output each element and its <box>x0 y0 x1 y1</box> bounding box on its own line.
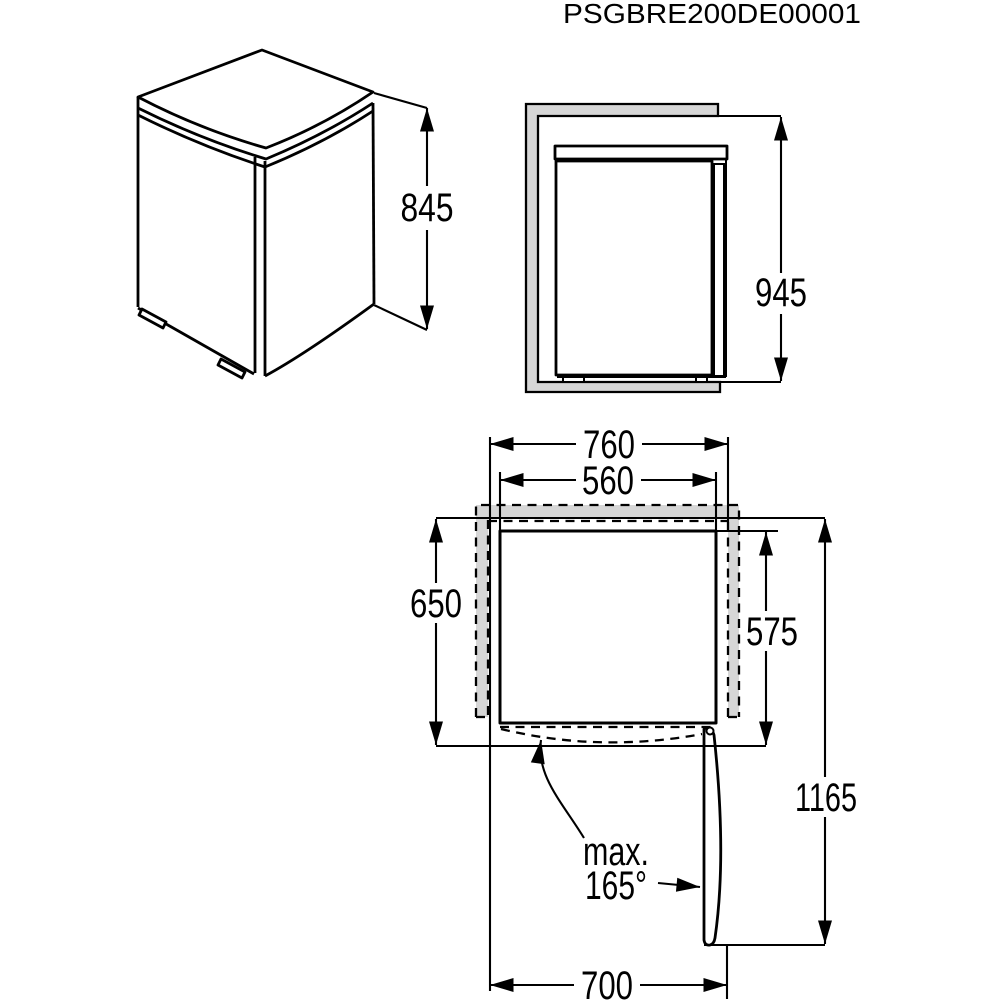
dim-760-label: 760 <box>583 423 635 467</box>
niche-wall-top <box>476 505 739 518</box>
dim-575-label: 575 <box>746 610 798 654</box>
iso-right-edge <box>371 102 376 305</box>
dim-text-gap <box>753 273 809 314</box>
front-hinge-strip <box>713 163 725 377</box>
front-foot-right <box>695 376 708 383</box>
niche-wall-right <box>728 505 739 717</box>
dim-text-gap <box>576 464 641 498</box>
dim-text-gap <box>576 428 642 462</box>
dim-945-label: 945 <box>755 271 807 315</box>
iso-foot-left <box>137 307 168 330</box>
drawing-title: PSGBRE200DE00001 <box>563 0 861 29</box>
front-niche-view: 945 <box>524 102 809 394</box>
dim-560-label: 560 <box>582 459 634 503</box>
plan-appliance-body <box>498 529 718 725</box>
plan-door-swing-arc <box>500 727 703 744</box>
iso-worktop-bottom-edge <box>137 101 374 161</box>
iso-door-bottom-edge <box>264 302 375 378</box>
dim-text-gap <box>400 186 454 230</box>
dim-text-gap <box>574 968 640 1000</box>
dim-text-gap <box>793 777 858 817</box>
door-angle-pointer-arrow <box>657 877 701 892</box>
front-foot-left <box>562 376 585 383</box>
front-door-panel <box>554 159 714 377</box>
dim-1165-label: 1165 <box>795 776 857 820</box>
plan-door-open <box>702 726 723 947</box>
dim-text-gap <box>409 583 463 623</box>
door-hinge-pivot <box>705 726 715 736</box>
dim-845-extension-bottom <box>373 304 428 331</box>
isometric-view: 845 <box>136 48 454 380</box>
iso-foot-right <box>216 357 247 380</box>
door-angle-leader-arrow <box>530 739 585 839</box>
plan-view: 760 560 650 575 1165 700 max. 165° <box>409 423 858 1000</box>
iso-top-face <box>136 48 375 150</box>
front-top-strip <box>553 144 729 161</box>
dim-845-label: 845 <box>401 186 454 230</box>
niche-wall-outer-outline <box>474 503 741 717</box>
dim-700-label: 700 <box>581 964 633 1000</box>
counter-frame <box>524 102 722 394</box>
door-angle-value-label: 165° <box>585 864 647 908</box>
dim-845-extension-top <box>373 91 428 110</box>
niche-wall-left <box>476 505 488 717</box>
dim-text-gap <box>745 611 799 651</box>
door-angle-prefix-label: max. <box>583 830 649 874</box>
dim-650-label: 650 <box>410 582 462 626</box>
